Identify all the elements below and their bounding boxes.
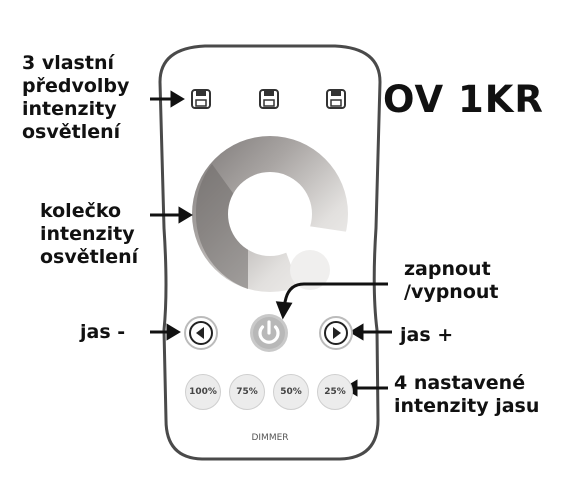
preset-button-3[interactable] <box>325 88 347 110</box>
intensity-wheel[interactable] <box>192 136 348 292</box>
annotation-fixed-levels: 4 nastavené intenzity jasu <box>394 372 539 418</box>
annotation-line: kolečko <box>40 200 122 222</box>
annotation-line: osvětlení <box>22 121 121 143</box>
save-icon <box>259 89 279 109</box>
preset-button-2[interactable] <box>258 88 280 110</box>
dimmer-label: DIMMER <box>251 433 289 443</box>
power-icon <box>250 314 288 352</box>
annotation-line: 3 vlastní <box>22 52 114 74</box>
arrow-left-icon <box>184 316 218 350</box>
brightness-down-button[interactable] <box>183 315 219 351</box>
power-button[interactable] <box>248 312 290 354</box>
preset-button-1[interactable] <box>190 88 212 110</box>
level-label: 50% <box>280 387 302 397</box>
annotation-arrows <box>150 90 392 397</box>
arrow-right-icon <box>319 316 353 350</box>
save-icon <box>191 89 211 109</box>
annotation-brightness-down: jas - <box>80 321 126 343</box>
save-icon <box>326 89 346 109</box>
annotation-wheel: kolečko intenzity osvětlení <box>40 200 138 269</box>
annotation-presets: 3 vlastní předvolby intenzity osvětlení <box>22 52 129 144</box>
brightness-up-button[interactable] <box>318 315 354 351</box>
level-label: 75% <box>236 387 258 397</box>
annotation-line: intenzity <box>22 98 117 120</box>
level-label: 25% <box>324 387 346 397</box>
annotation-power: zapnout /vypnout <box>404 258 499 304</box>
product-title: OV 1KR <box>383 78 544 121</box>
level-button-75[interactable]: 75% <box>229 374 265 410</box>
annotation-line: intenzity <box>40 223 135 245</box>
level-button-100[interactable]: 100% <box>185 374 221 410</box>
level-button-25[interactable]: 25% <box>317 374 353 410</box>
annotation-line: osvětlení <box>40 246 139 268</box>
annotation-line: intenzity jasu <box>394 395 540 417</box>
annotation-line: předvolby <box>22 75 130 97</box>
level-label: 100% <box>189 387 217 397</box>
annotation-line: zapnout <box>404 258 491 280</box>
annotation-line: /vypnout <box>404 281 499 303</box>
annotation-brightness-up: jas + <box>400 324 454 346</box>
annotation-line: 4 nastavené <box>394 372 526 394</box>
level-button-50[interactable]: 50% <box>273 374 309 410</box>
